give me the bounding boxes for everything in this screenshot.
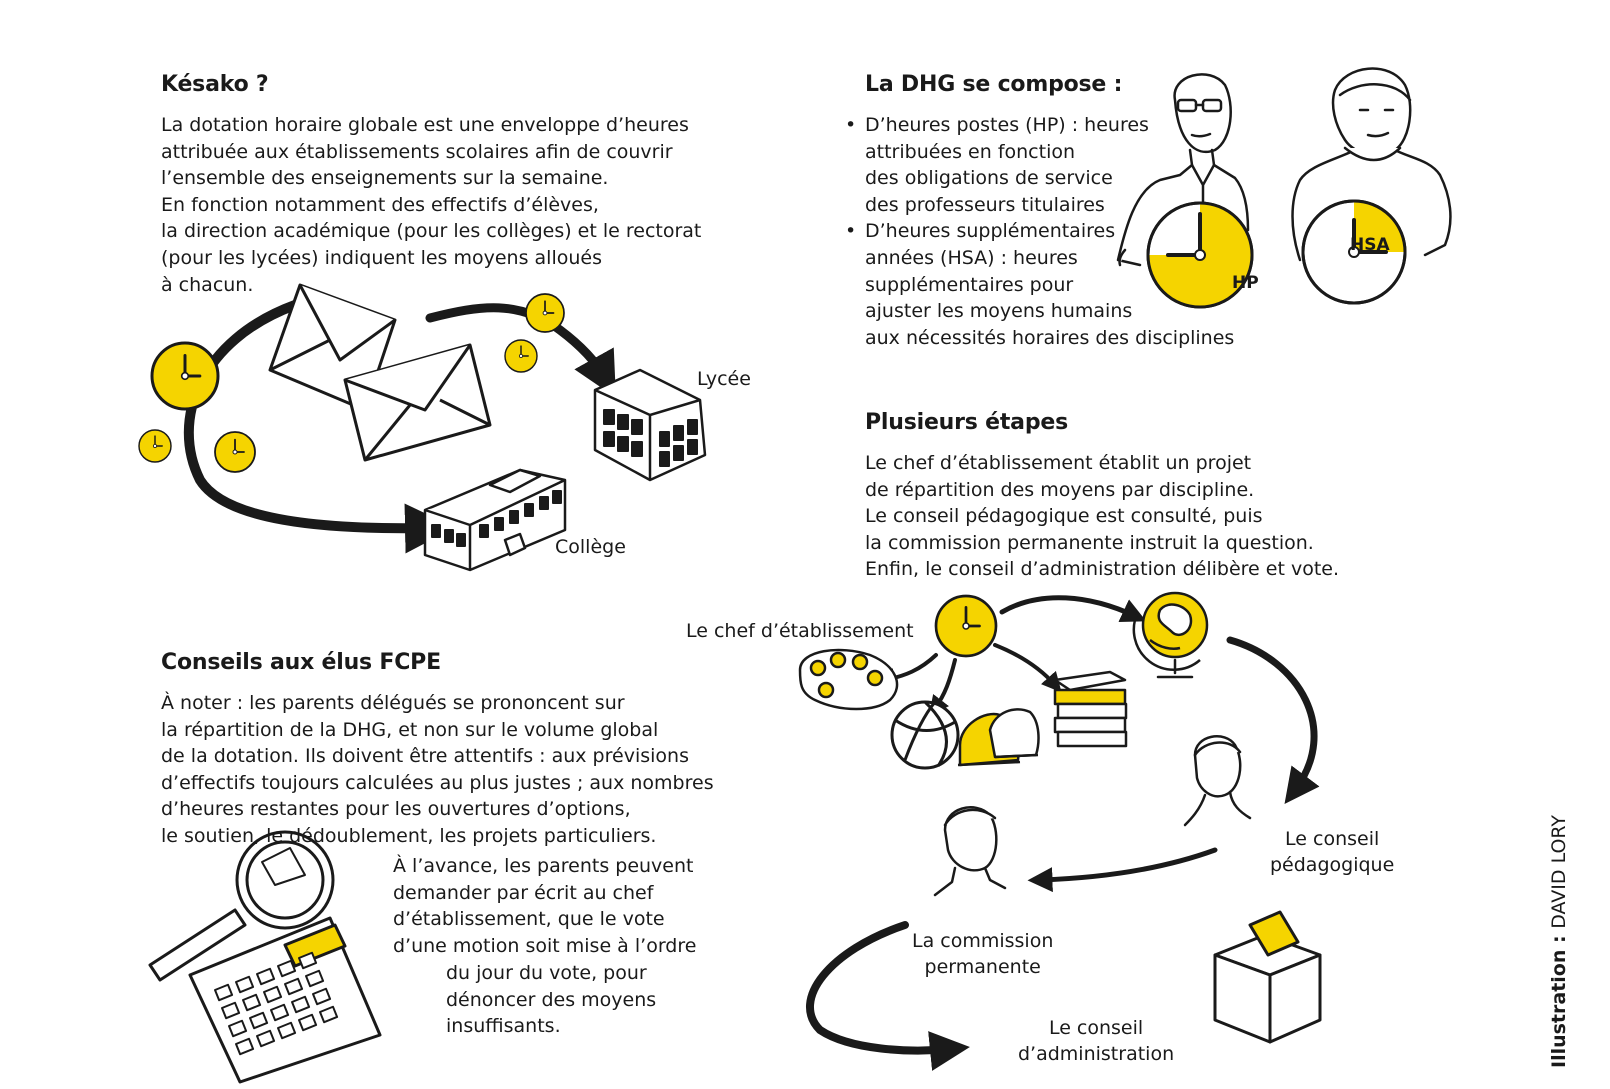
magnifier-icon: [148, 830, 335, 982]
person-portrait: [1183, 735, 1252, 827]
conseils-aside-1: À l’avance, les parents peuvent demander…: [393, 855, 697, 957]
ballot-box-icon: [1213, 910, 1322, 1044]
clock-hp-label: HP: [1232, 273, 1259, 293]
clock-icon: [934, 594, 998, 658]
conseils-aside-2: du jour du vote, pour dénoncer des moyen…: [446, 962, 657, 1038]
composition-item-hsa: D’heures supplémentaires années (HSA) : …: [845, 218, 1234, 351]
clock-icon: [138, 429, 172, 463]
credit-prefix: Illustration :: [1548, 928, 1570, 1068]
label-conseil-administration: Le conseil d’administration: [1018, 1017, 1175, 1065]
composition-item-hp: D’heures postes (HP) : heures attribuées…: [845, 112, 1234, 218]
flow-arrows-steps: [806, 595, 1320, 1071]
illustration-credit: Illustration : DAVID LORY: [1548, 815, 1570, 1068]
label-chef-etablissement: Le chef d’établissement: [686, 620, 914, 642]
school-building-icon: [423, 468, 567, 572]
globe-icon: [1132, 591, 1209, 679]
calculator-icon: [188, 916, 382, 1084]
label-conseil-pedagogique: Le conseil pédagogique: [1270, 828, 1395, 876]
palette-icon: [798, 648, 899, 711]
person-portrait: [1291, 67, 1452, 262]
conseils-title: Conseils aux élus FCPE: [161, 650, 441, 675]
composition-title: La DHG se compose :: [865, 72, 1123, 97]
school-building-icon: [593, 368, 707, 482]
person-portrait: [933, 806, 1007, 897]
basketball-icon: [890, 700, 960, 770]
clock-icon: [504, 339, 538, 373]
clock-icon: [525, 293, 565, 333]
clock-icon: [1301, 199, 1407, 305]
envelope-icon: [343, 343, 492, 462]
credit-name: DAVID LORY: [1548, 814, 1570, 929]
kesako-body: La dotation horaire globale est une enve…: [161, 114, 702, 296]
etapes-title: Plusieurs étapes: [865, 410, 1068, 435]
books-icon: [1053, 670, 1128, 748]
kesako-title: Késako ?: [161, 72, 269, 97]
conseils-body: À noter : les parents délégués se pronon…: [161, 692, 714, 847]
sneakers-icon: [957, 708, 1040, 767]
clock-hsa-label: HSA: [1350, 235, 1390, 255]
label-commission-permanente: La commission permanente: [912, 930, 1054, 978]
composition-list: D’heures postes (HP) : heures attribuées…: [845, 112, 1234, 351]
etapes-body: Le chef d’établissement établit un proje…: [865, 452, 1339, 581]
clock-icon: [150, 341, 220, 411]
clock-icon: [214, 431, 256, 473]
label-lycee: Lycée: [697, 368, 751, 390]
label-college: Collège: [555, 536, 626, 558]
